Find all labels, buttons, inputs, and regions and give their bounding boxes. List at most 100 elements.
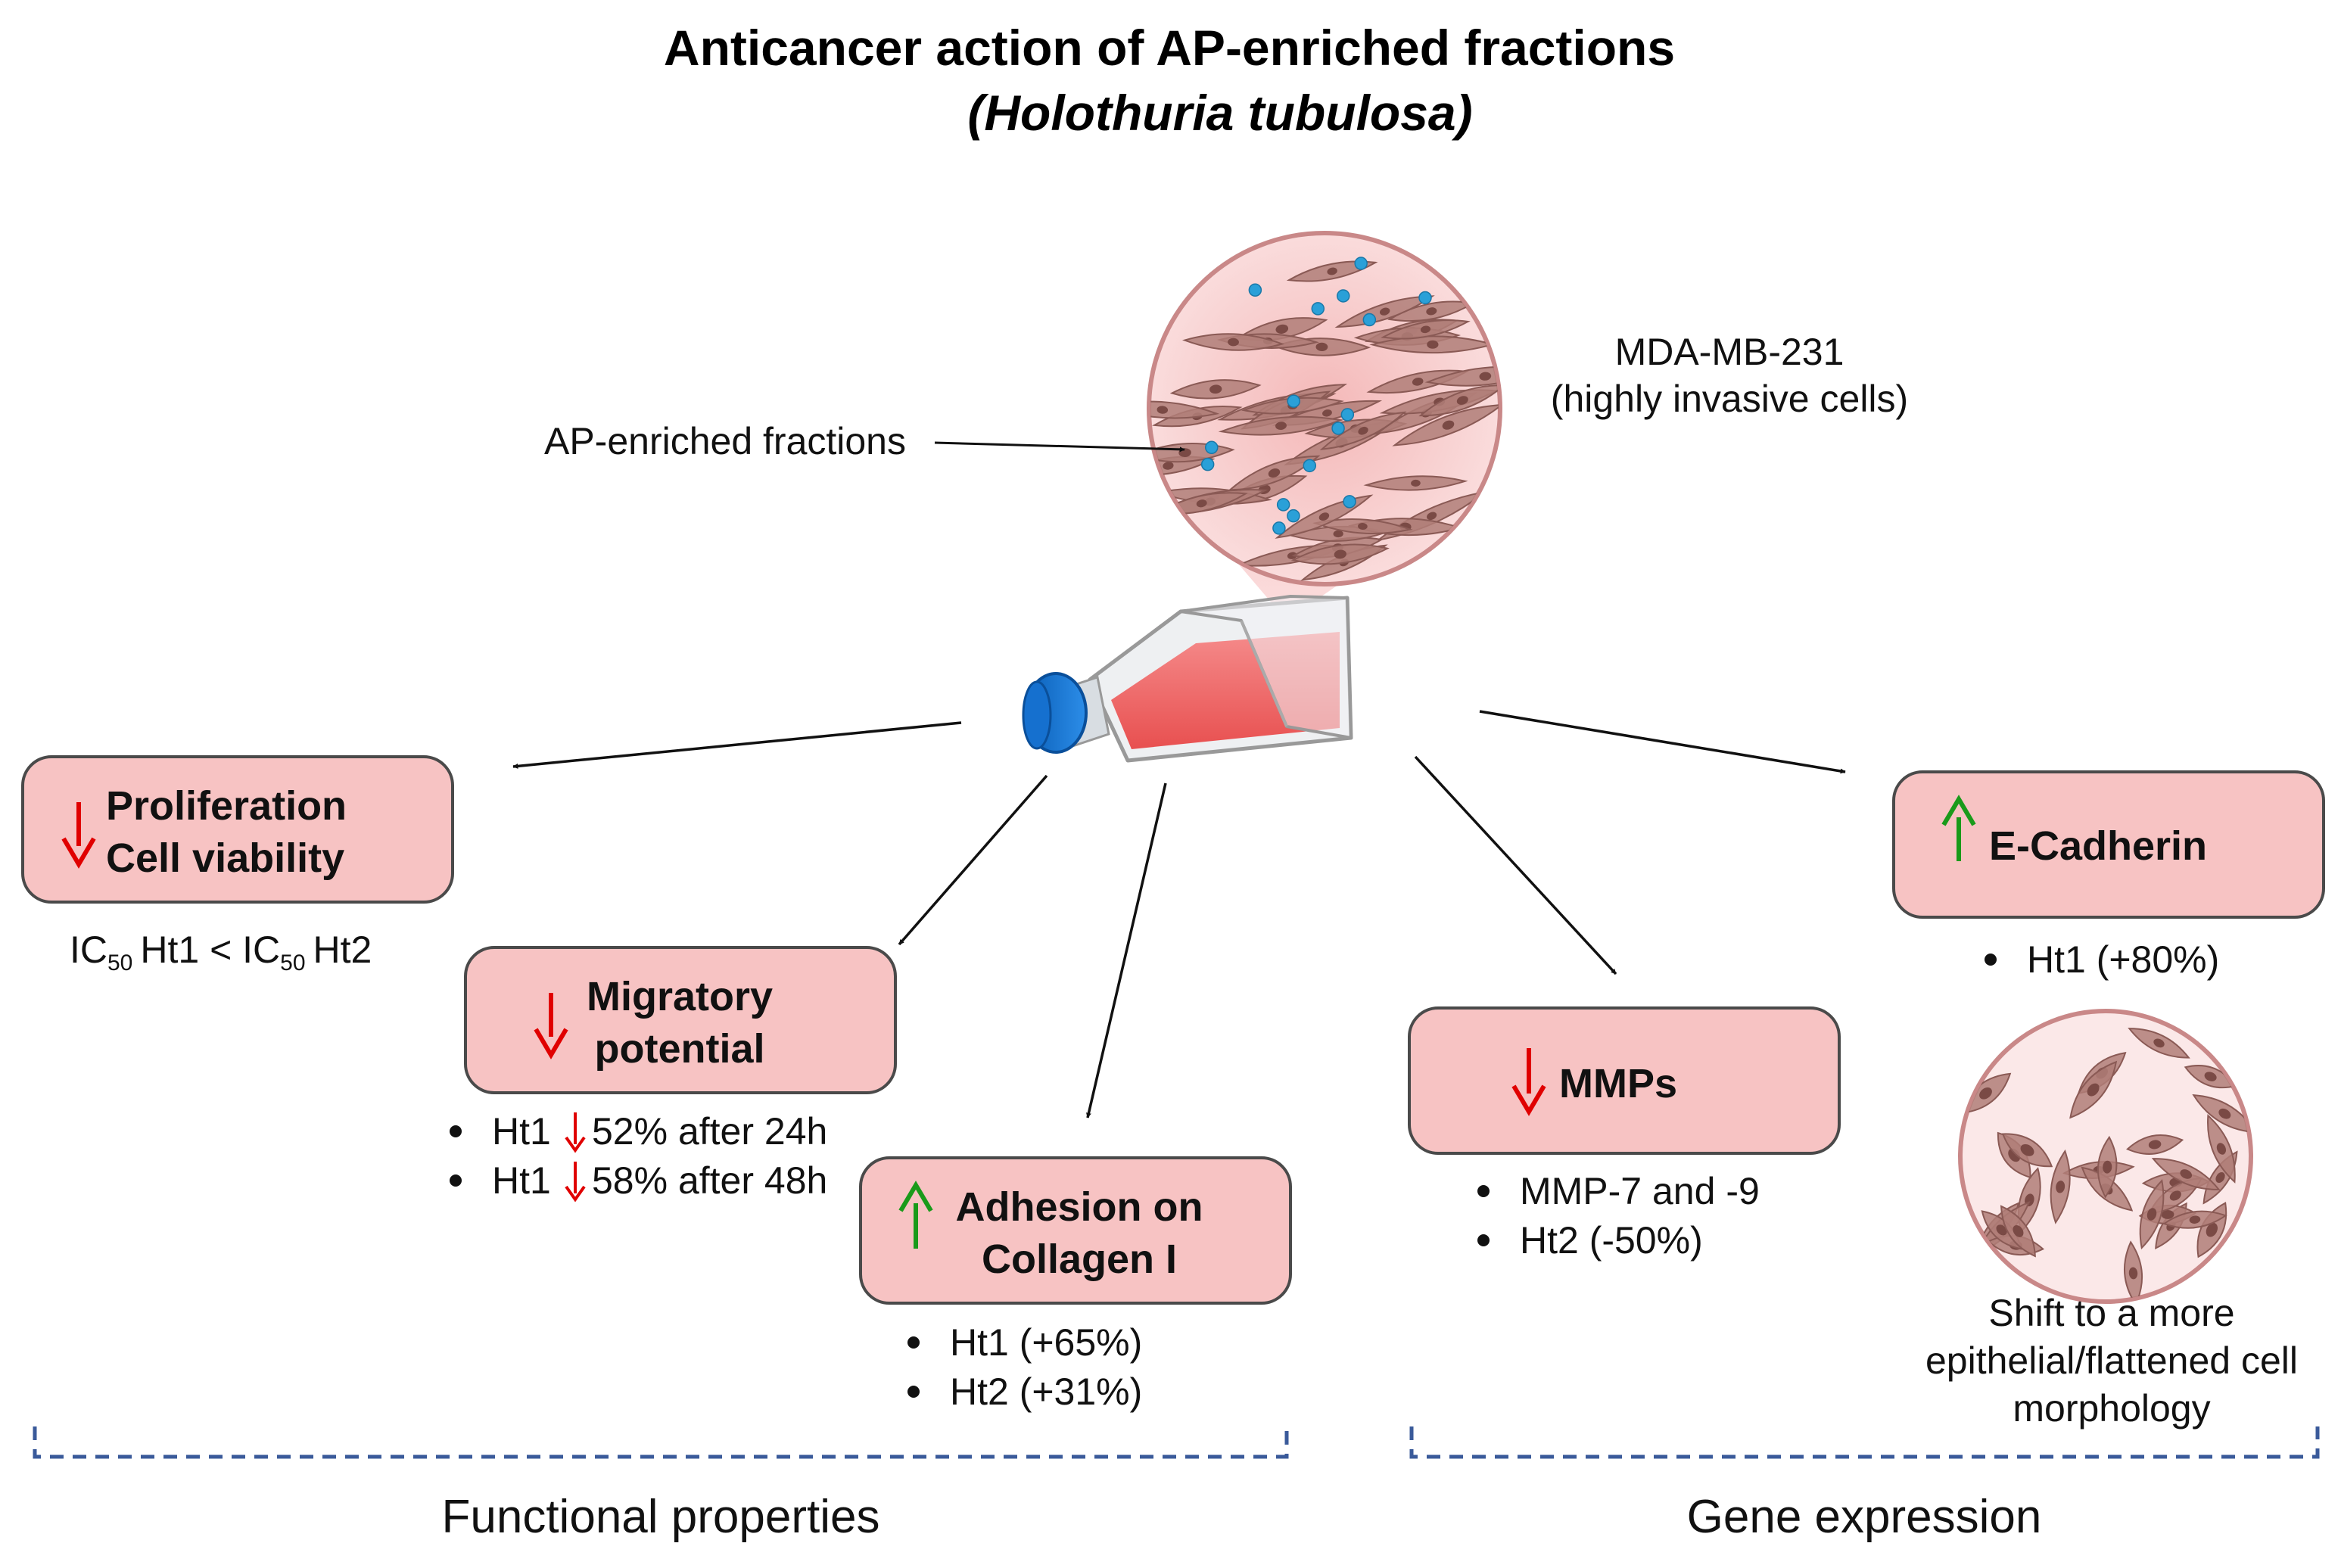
cell-nucleus [1156,406,1169,414]
cell-nucleus [2169,1190,2181,1201]
ecadherin-bullets: Ht1 (+80%) [1985,938,2219,981]
arrow-to-migratory [898,774,1048,946]
ap-dot [1362,313,1377,327]
down-arrow-icon [565,1112,586,1153]
functional-properties-label: Functional properties [442,1491,880,1543]
down-arrow-icon [565,1162,586,1202]
ap-dot [1287,394,1300,408]
cell-nucleus [2189,1215,2201,1224]
functional-bracket [33,1426,1289,1459]
cell-nucleus [2215,1171,2225,1184]
down-arrow-icon [61,802,96,869]
cell-nucleus [2013,1225,2024,1237]
cell-nucleus [1334,549,1347,559]
cell-nucleus [1426,307,1437,316]
adhesion-bullet-1: Ht1 (+65%) [950,1321,1142,1364]
cell-nucleus [1322,409,1332,417]
epithelial-cells [1962,1028,2249,1300]
cell-nucleus [2056,1181,2065,1193]
flask-cap-face [1022,680,1052,750]
cell-nucleus [1287,552,1297,559]
ap-dot [1276,498,1290,512]
migratory-bullet-1-post: 52% after 24h [592,1110,827,1153]
migratory-label: Migratory [587,974,773,1019]
ecadherin-box-bg [1892,770,2325,919]
ap-dot [1200,457,1215,471]
ap-dot [1311,302,1325,316]
cell-nucleus [1196,499,1207,508]
down-arrow-icon [1511,1048,1546,1116]
bullet-dot [450,1174,462,1187]
cell-nucleus [2204,1072,2217,1081]
bullet-dot [1477,1234,1490,1246]
cell-nucleus [2103,1160,2112,1174]
culture-flask [1022,595,1353,763]
cell-nucleus [1427,340,1439,349]
adhesion-box: Adhesion on Collagen I [859,1156,1292,1305]
gene-expression-label: Gene expression [1687,1491,2042,1543]
mmps-bullet-1: MMP-7 and -9 [1520,1170,1760,1212]
ap-dot [1205,440,1219,455]
ap-dot [1287,509,1300,523]
gene-bracket [1409,1426,2320,1459]
cell-nucleus [2087,1083,2100,1097]
cell-nucleus [1996,1224,2007,1236]
adhesion-label: Adhesion on [956,1184,1203,1230]
bullet-dot [1477,1185,1490,1197]
cell-line-name: MDA-MB-231 [1615,331,1844,373]
cell-nucleus [1228,338,1239,347]
ecadherin-label: E-Cadherin [1989,823,2207,869]
treatment-label: AP-enriched fractions [544,420,906,462]
arrow-to-ecadherin [1479,710,1846,774]
magnification-view [1147,231,1502,621]
cell-nucleus [1427,512,1437,521]
cell-nucleus [1358,426,1368,435]
ap-dot [1331,422,1345,435]
cell-nucleus [2128,1267,2138,1280]
cell-nucleus [2020,1143,2034,1156]
cell-nucleus [1379,307,1390,316]
bullet-dot [1985,954,1997,966]
cell-nucleus [2148,1140,2162,1150]
morphology-view [1958,1009,2253,1304]
cell-nucleus [1268,468,1281,478]
cell-nucleus [1163,462,1174,470]
mmps-box: MMPs [1408,1006,1841,1155]
morphology-line-3: morphology [2013,1387,2210,1430]
down-arrow-icon [534,993,568,1059]
ecadherin-box: E-Cadherin [1892,770,2325,919]
treatment-arrow [934,441,1185,453]
arrow-to-mmps [1414,755,1617,975]
cell-line-description: (highly invasive cells) [1551,378,1908,420]
proliferation-label: Proliferation [106,783,347,829]
ecadherin-bullet-1: Ht1 (+80%) [2027,938,2219,981]
up-arrow-icon [898,1181,933,1249]
migratory-bullets: Ht1 52% after 24h Ht1 58% after 48h [450,1110,827,1202]
bullet-dot [450,1125,462,1137]
migratory-box-bg [464,946,897,1094]
ap-dot [1418,291,1432,305]
ap-dot [1248,283,1262,297]
mmps-bullet-2: Ht2 (-50%) [1520,1219,1703,1262]
arrow-to-proliferation [512,721,962,769]
ap-dot [1343,495,1356,509]
migratory-box: Migratory potential [464,946,897,1094]
ap-fraction-dots [1200,257,1432,535]
collagen-label: Collagen I [982,1237,1177,1282]
morphology-line-1: Shift to a more [1988,1292,2234,1334]
cell-nucleus [1275,422,1287,431]
cell-nucleus [1209,384,1222,394]
cell-viability-label: Cell viability [106,835,344,881]
title-line-1: Anticancer action of AP-enriched fractio… [664,20,1675,76]
cell-nucleus [1411,479,1421,487]
migratory-bullet-2-post: 58% after 48h [592,1159,827,1202]
cell-nucleus [1479,372,1492,381]
migratory-bullet-1-pre: Ht1 [492,1110,551,1153]
cell-nucleus [2206,1222,2218,1237]
cell-nucleus [2218,1108,2231,1119]
cell-nucleus [1333,530,1343,538]
mesenchymal-cells [1150,260,1499,581]
cell-nucleus [2146,1208,2157,1221]
